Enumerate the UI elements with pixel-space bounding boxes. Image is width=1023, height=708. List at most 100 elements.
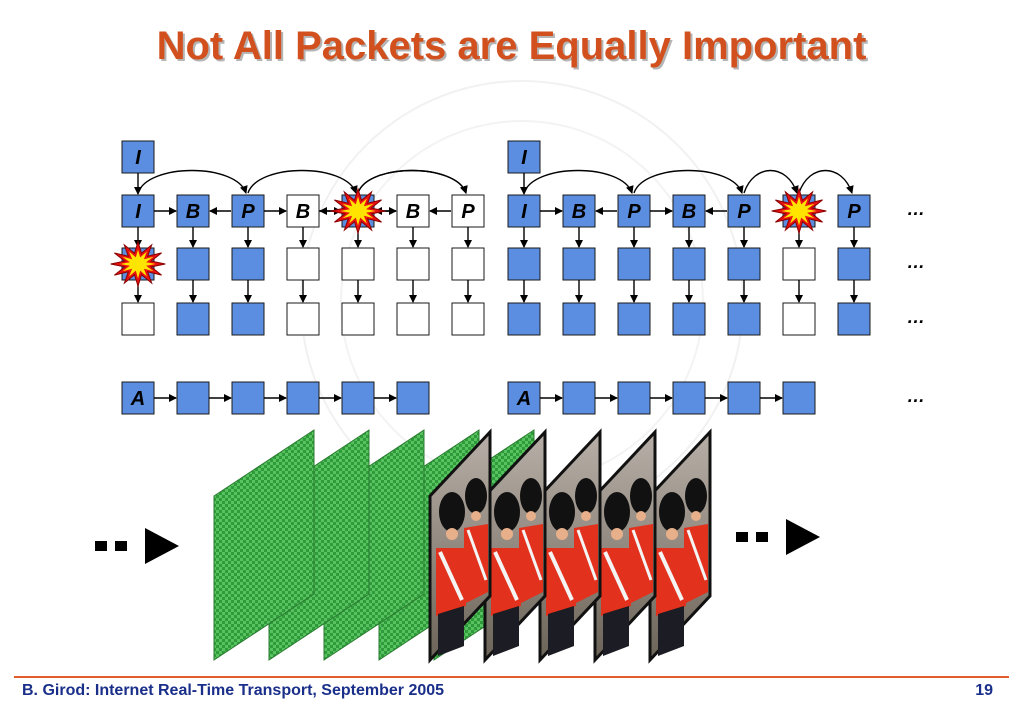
white-sash: [493, 551, 519, 601]
white-sash: [438, 551, 464, 601]
face: [526, 511, 536, 521]
bearskin-hat: [604, 492, 630, 532]
packet-box-row3: [782, 302, 816, 336]
continuation-ellipsis: …: [907, 199, 925, 219]
packet-loss-burst-inner: [781, 196, 817, 226]
red-tunic: [574, 524, 598, 604]
page-number: 19: [975, 682, 993, 699]
frame-box-B: [286, 194, 320, 228]
packet-box-row2: [672, 247, 706, 281]
face: [691, 511, 701, 521]
red-tunic: [436, 548, 466, 616]
bearskin-hat: [575, 478, 597, 514]
trousers: [438, 606, 464, 656]
red-tunic: [656, 548, 686, 616]
audio-label: A: [516, 388, 531, 410]
packet-box-row3: [341, 302, 375, 336]
slide-title: Not All Packets are Equally Important: [156, 24, 867, 68]
packet-box-row3: [672, 302, 706, 336]
reference-arrow: [523, 169, 634, 194]
audio-packet-box: [231, 381, 265, 415]
dash-block: [736, 532, 748, 542]
frame-label: P: [847, 201, 861, 223]
packet-box-row2: [837, 247, 871, 281]
audio-packet-box: [286, 381, 320, 415]
frame-label: P: [737, 201, 751, 223]
dash-block: [95, 541, 107, 551]
frame-box-P: [617, 194, 651, 228]
audio-packet-box: [782, 381, 816, 415]
audio-packet-box: [617, 381, 651, 415]
audio-packet-box: [562, 381, 596, 415]
white-sash: [631, 529, 653, 581]
frame-label: B: [682, 201, 696, 223]
top-frame-label: I: [135, 147, 141, 169]
packet-box-row2: [562, 247, 596, 281]
frame-box-I: [121, 194, 155, 228]
packet-box-row3: [727, 302, 761, 336]
red-tunic: [684, 524, 708, 604]
audio-label-box: [121, 381, 155, 415]
audio-packet-box: [176, 381, 210, 415]
packet-loss-burst: [110, 240, 166, 288]
audio-packet-box: [672, 381, 706, 415]
packet-box-row3: [507, 302, 541, 336]
packet-loss-burst: [330, 187, 386, 235]
intact-video-frame: [593, 428, 657, 664]
continuation-ellipsis: …: [907, 307, 925, 327]
frame-label: P: [461, 201, 475, 223]
packet-loss-burst-inner: [120, 249, 156, 279]
corrupted-video-frame: [213, 429, 315, 661]
bearskin-hat: [465, 478, 487, 514]
bearskin-hat: [494, 492, 520, 532]
bearskin-hat: [630, 478, 652, 514]
white-sash: [548, 551, 574, 601]
footer-caption: B. Girod: Internet Real-Time Transport, …: [22, 682, 445, 699]
frame-label: B: [296, 201, 310, 223]
frame-box-P: [451, 194, 485, 228]
footer-rule: [14, 676, 1009, 678]
packet-loss-burst: [771, 187, 827, 235]
red-tunic: [601, 548, 631, 616]
packet-box-row3: [231, 302, 265, 336]
intact-video-frame: [483, 428, 547, 664]
white-sash: [686, 529, 708, 581]
red-tunic: [519, 524, 543, 604]
packet-box-row2: [286, 247, 320, 281]
white-sash: [603, 551, 629, 601]
red-tunic: [629, 524, 653, 604]
flow-arrowhead: [786, 519, 820, 555]
trousers: [493, 606, 519, 656]
audio-packet-box: [727, 381, 761, 415]
white-sash: [466, 529, 488, 581]
intact-video-frame: [428, 428, 492, 664]
packet-box-row3: [176, 302, 210, 336]
frame-label: I: [521, 201, 527, 223]
packet-box-row3: [286, 302, 320, 336]
audio-packet-box: [341, 381, 375, 415]
dash-block: [756, 532, 768, 542]
frame-label: P: [241, 201, 255, 223]
bearskin-hat: [659, 492, 685, 532]
packet-box-row2: [396, 247, 430, 281]
packet-loss-burst-inner: [340, 196, 376, 226]
white-sash: [658, 551, 684, 601]
face: [556, 528, 568, 540]
packet-box-row2: [176, 247, 210, 281]
white-sash: [521, 529, 543, 581]
packet-box-row2: [451, 247, 485, 281]
packet-box-row2: [231, 247, 265, 281]
frame-box-I: [507, 194, 541, 228]
audio-label: A: [130, 388, 145, 410]
packet-box-row3: [837, 302, 871, 336]
frame-box-B: [176, 194, 210, 228]
face: [666, 528, 678, 540]
face: [581, 511, 591, 521]
frame-box-B: [562, 194, 596, 228]
packet-box-row3: [451, 302, 485, 336]
top-frame-label: I: [521, 147, 527, 169]
red-tunic: [546, 548, 576, 616]
packet-box-row3: [562, 302, 596, 336]
frame-label: I: [135, 201, 141, 223]
bearskin-hat: [685, 478, 707, 514]
